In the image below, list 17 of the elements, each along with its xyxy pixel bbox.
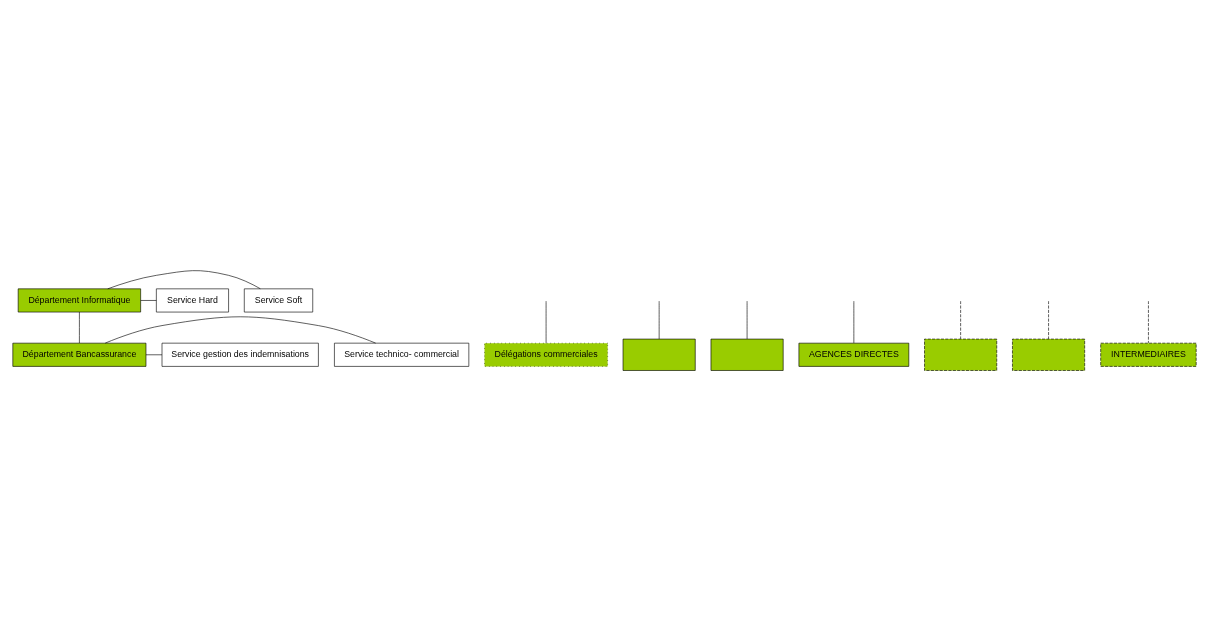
node-box: Service Soft [243, 288, 314, 313]
node-box: INTERMEDIAIRES [1100, 342, 1197, 367]
node-box: Service technico- commercial [334, 342, 470, 367]
node-box: AGENCES DIRECTES [798, 342, 910, 367]
node-box: Département Bancassurance [12, 342, 147, 367]
node-box: Service Hard [156, 288, 229, 313]
connector [107, 270, 261, 290]
node-box [710, 338, 784, 371]
node-box [622, 338, 696, 371]
node-box: Service gestion des indemnisations [161, 342, 319, 367]
connector [79, 311, 80, 344]
node-box [924, 338, 998, 371]
node-box [1012, 338, 1085, 371]
connector [104, 316, 376, 344]
node-box: Délégations commerciales [484, 342, 608, 367]
connector [1048, 300, 1049, 340]
node-box: Département Informatique [17, 288, 141, 313]
